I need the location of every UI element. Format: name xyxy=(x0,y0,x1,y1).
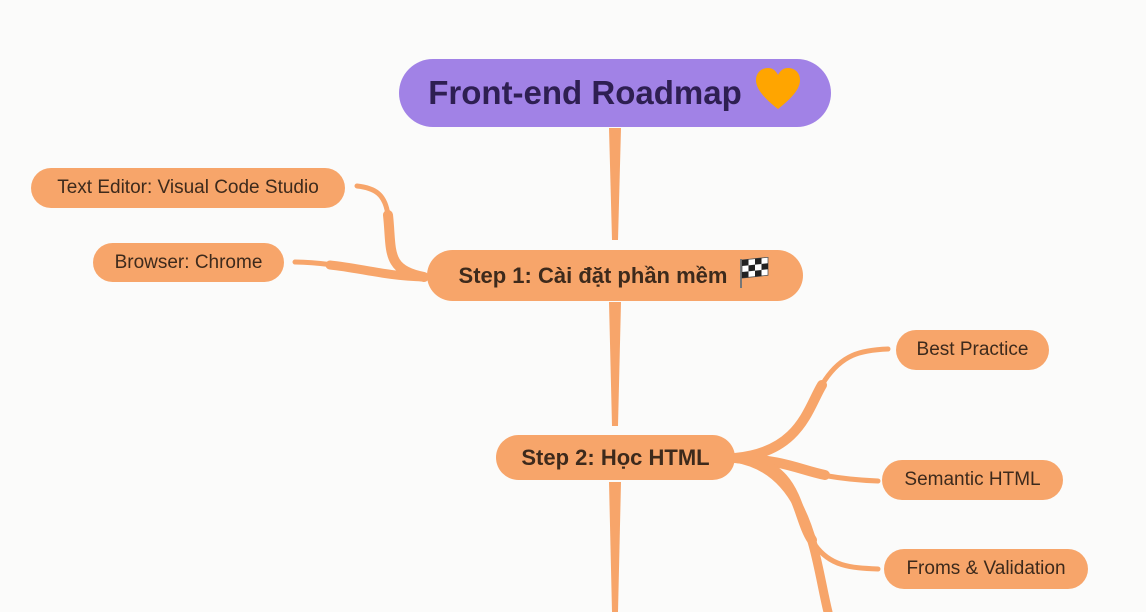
leaf-browser-label: Browser: Chrome xyxy=(114,251,263,273)
connector-step2-offscreen xyxy=(730,453,833,612)
leaf-browser[interactable]: Browser: Chrome xyxy=(93,243,284,282)
checkered-flag-icon xyxy=(737,256,771,295)
leaf-text-editor-label: Text Editor: Visual Code Studio xyxy=(57,177,319,198)
step-2-label: Step 2: Học HTML xyxy=(521,444,710,470)
step-2-node[interactable]: Step 2: Học HTML xyxy=(496,435,735,480)
step-1-label: Step 1: Cài đặt phần mềm xyxy=(458,262,728,288)
leaf-semantic-html[interactable]: Semantic HTML xyxy=(882,460,1063,500)
leaf-semantic-html-label: Semantic HTML xyxy=(904,469,1041,490)
connector-root-step1 xyxy=(609,128,621,240)
heart-icon xyxy=(754,67,802,119)
step-1-node[interactable]: Step 1: Cài đặt phần mềm xyxy=(427,250,803,301)
leaf-best-practice-label: Best Practice xyxy=(916,339,1029,360)
connector-step1-step2 xyxy=(609,302,621,426)
root-node[interactable]: Front-end Roadmap xyxy=(399,59,831,127)
root-title: Front-end Roadmap xyxy=(428,74,742,111)
leaf-text-editor[interactable]: Text Editor: Visual Code Studio xyxy=(31,168,345,208)
leaf-froms-validation[interactable]: Froms & Validation xyxy=(884,549,1088,589)
connector-step2-down xyxy=(609,482,621,612)
leaf-best-practice[interactable]: Best Practice xyxy=(896,330,1049,370)
leaf-froms-validation-label: Froms & Validation xyxy=(906,558,1066,579)
